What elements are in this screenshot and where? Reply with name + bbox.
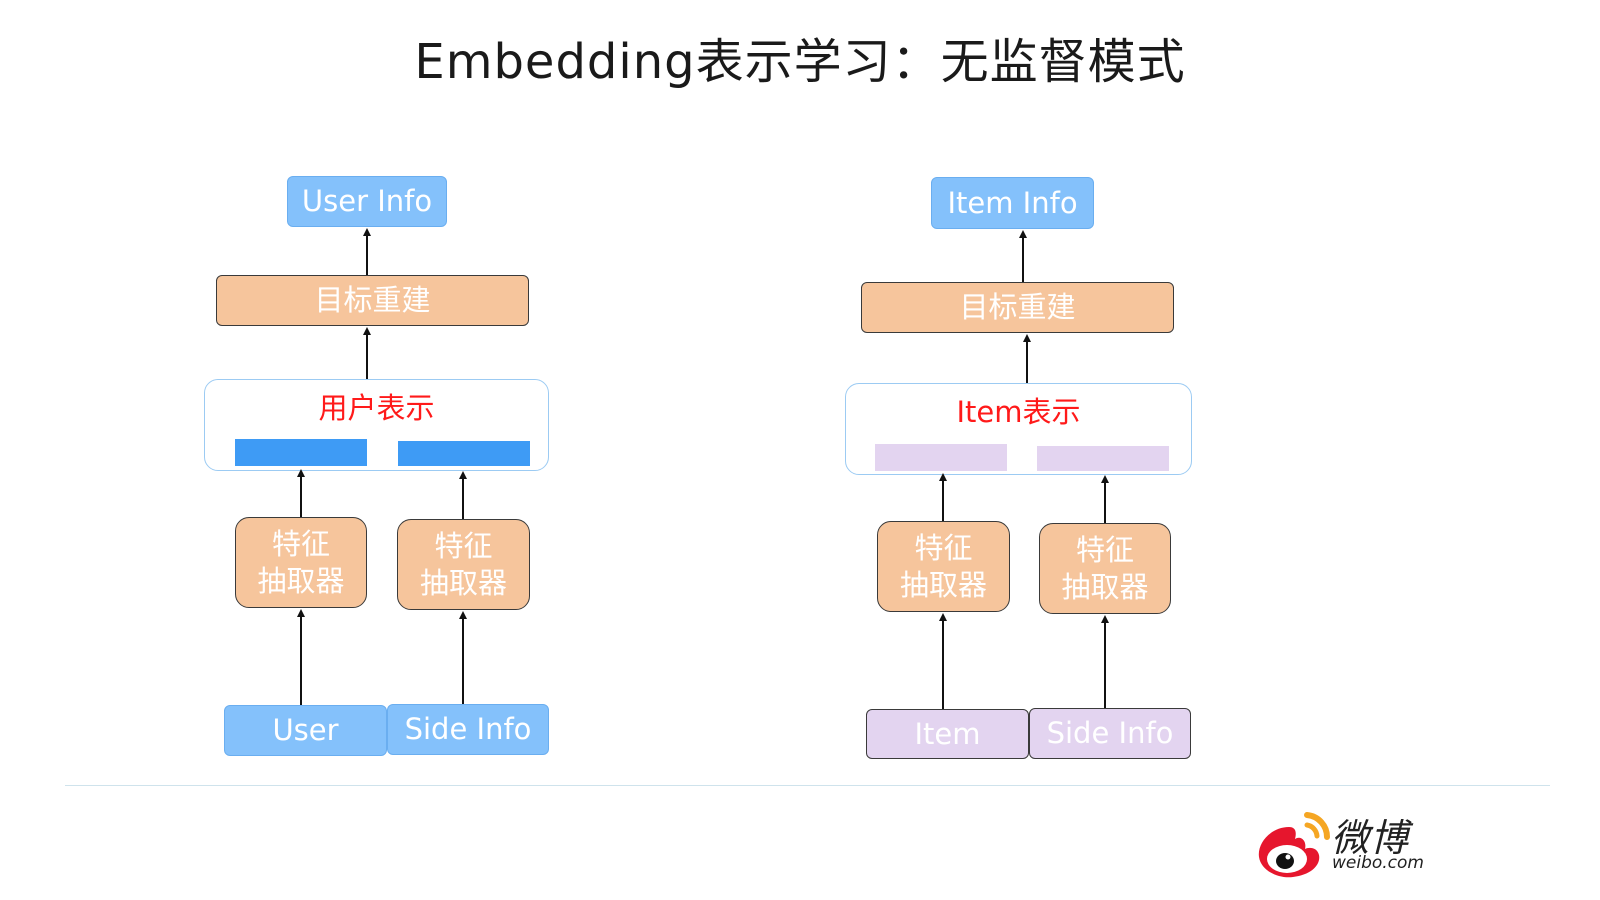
item-info-box: Item Info — [931, 177, 1094, 229]
item-feature-extractor-1: 特征 抽取器 — [877, 521, 1010, 612]
item-feature-extractor-2: 特征 抽取器 — [1039, 523, 1171, 614]
item-embedding-bar-1 — [875, 444, 1007, 471]
footer-divider — [65, 785, 1550, 786]
slide-title: Embedding表示学习：无监督模式 — [414, 34, 1186, 90]
user-info-box: User Info — [287, 176, 447, 227]
item-embedding-bar-2 — [1037, 446, 1169, 471]
user-input-box: User — [224, 705, 387, 756]
user-embedding-bar-1 — [235, 439, 367, 466]
item-reconstruct-box: 目标重建 — [861, 282, 1174, 333]
weibo-logo-name: 微博 — [1331, 816, 1410, 860]
user-side-info-box: Side Info — [387, 704, 549, 755]
item-representation-label: Item表示 — [956, 395, 1081, 429]
weibo-logo: 微博 weibo.com — [1255, 805, 1445, 885]
user-feature-extractor-1: 特征 抽取器 — [235, 517, 367, 608]
weibo-logo-url: weibo.com — [1332, 853, 1424, 873]
user-embedding-bar-2 — [398, 441, 530, 466]
user-representation-box: 用户表示 — [204, 379, 549, 471]
user-reconstruct-box: 目标重建 — [216, 275, 529, 326]
item-side-info-box: Side Info — [1029, 708, 1191, 759]
user-feature-extractor-2: 特征 抽取器 — [397, 519, 530, 610]
weibo-eye-logo-icon — [1258, 812, 1331, 878]
user-representation-label: 用户表示 — [318, 391, 435, 425]
item-input-box: Item — [866, 709, 1029, 759]
item-representation-box: Item表示 — [845, 383, 1192, 475]
